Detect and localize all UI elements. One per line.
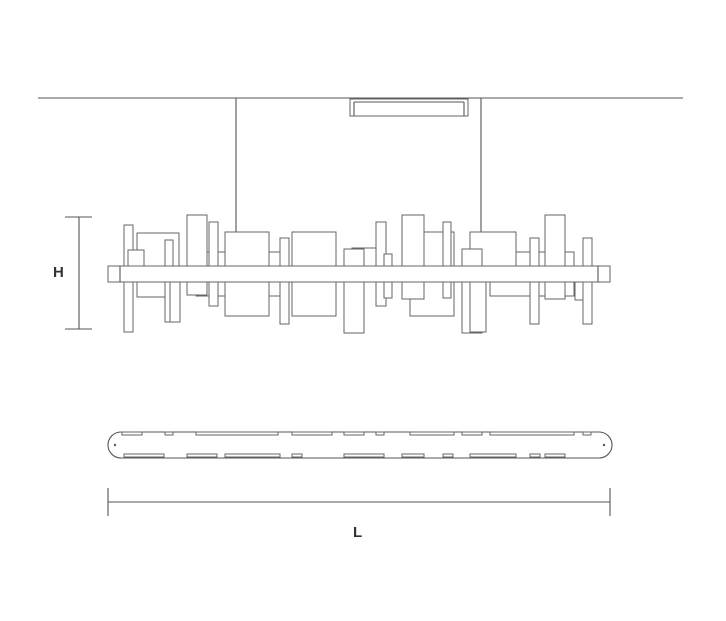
top-view-segment: [224, 453, 281, 458]
top-view-segment: [401, 453, 425, 458]
top-view-segment: [291, 431, 333, 436]
length-label: L: [353, 524, 363, 541]
top-view-segment: [343, 453, 385, 458]
top-view-segment: [461, 431, 483, 436]
top-view-segment: [409, 431, 455, 436]
top-view-segment: [582, 431, 592, 436]
top-view-segment: [186, 453, 218, 458]
top-view-segment: [121, 431, 143, 436]
fixture-front-view: [107, 214, 611, 334]
top-view-segment: [544, 453, 566, 458]
fixture-bar: [544, 214, 566, 300]
top-view-segment: [195, 431, 279, 436]
fixture-bar: [186, 214, 208, 296]
fixture-bar: [401, 214, 425, 300]
ceiling-canopy: [349, 98, 469, 117]
top-view-segment: [442, 453, 454, 458]
fixture-bar: [208, 221, 219, 307]
top-view-segment: [529, 453, 541, 458]
top-view-segment: [489, 431, 575, 436]
fixture-top-view: [107, 431, 613, 459]
top-view-segment: [123, 453, 165, 458]
top-view-segment: [375, 431, 385, 436]
height-label: H: [53, 264, 64, 281]
length-dimension: [107, 488, 611, 516]
height-dimension: [65, 216, 92, 330]
fixture-main-beam: [107, 265, 611, 283]
top-view-segment: [164, 431, 174, 436]
top-view-segment: [469, 453, 517, 458]
fixture-bar: [442, 221, 452, 299]
fixture-bar: [343, 248, 365, 334]
top-view-segment: [343, 431, 365, 436]
top-view-segment: [291, 453, 303, 458]
